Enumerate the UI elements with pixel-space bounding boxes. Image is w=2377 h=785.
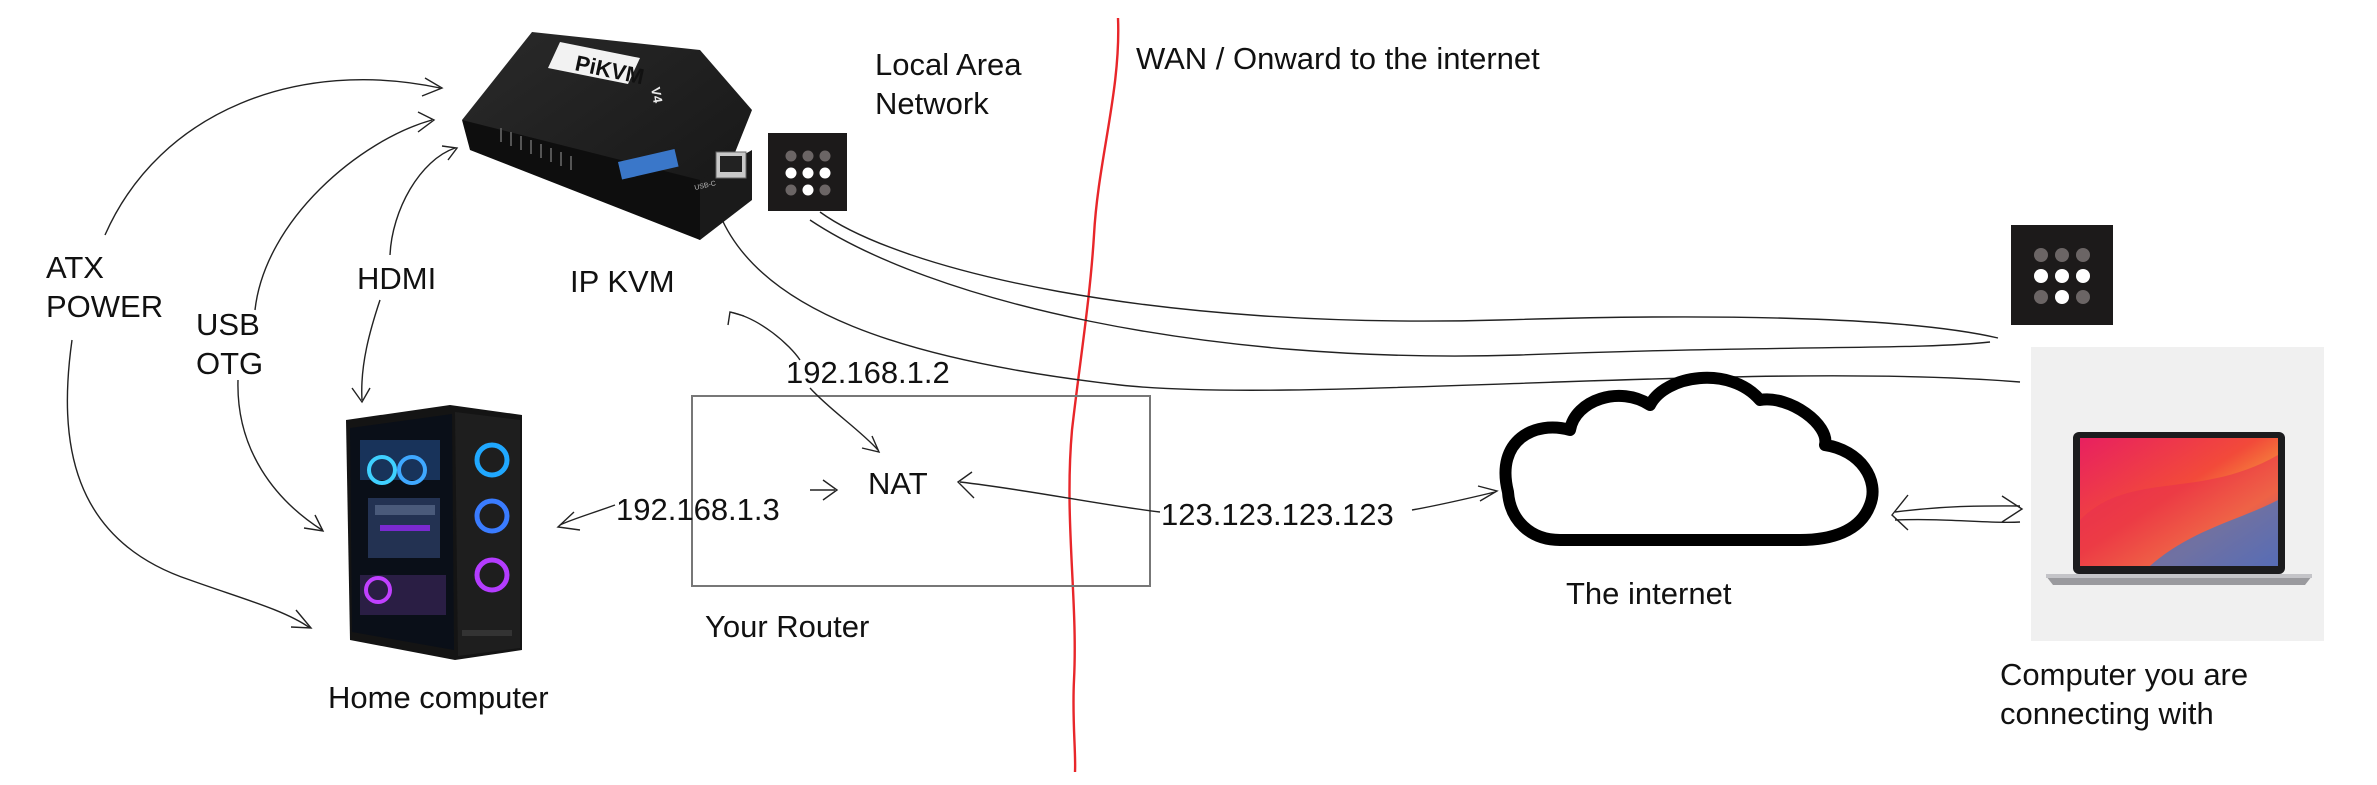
atx-power-arrow [66,77,444,629]
cloud-icon [1499,371,1879,546]
pikvm-port-text: USB-C [694,180,717,192]
tunnel-lines [719,211,2021,391]
home-computer-label: Home computer [328,680,549,715]
local-area-network-label: Local Area Network [875,47,1022,121]
ip-kvm-label: IP KVM [570,264,675,299]
router-box [691,395,1151,587]
pikvm-model-text: V4 [648,86,666,105]
wan-boundary-line [1068,17,1120,773]
kvm-to-nat-arrow [727,311,881,454]
laptop-icon [2031,347,2324,641]
router-label: Your Router [705,609,870,644]
remote-computer-label: Computer you are connecting with [2000,657,2249,731]
internet-label: The internet [1566,576,1732,611]
nat-to-internet-arrow [956,471,1499,513]
ip-kvm-address-label: 192.168.1.2 [786,355,950,390]
cloud-laptop-arrow [1891,494,2024,531]
nat-to-home-arrow [556,479,839,531]
usb-otg-arrow [237,111,436,532]
pc-tower-icon [346,405,522,660]
hdmi-label: HDMI [357,261,437,296]
atx-power-label: ATX POWER [46,250,164,324]
home-computer-address-label: 192.168.1.3 [616,492,780,527]
nat-label: NAT [868,466,928,501]
wan-label: WAN / Onward to the internet [1136,41,1540,76]
tailscale-icon [768,133,847,211]
hdmi-arrow [351,145,459,404]
tailscale-icon [2011,225,2113,325]
public-address-label: 123.123.123.123 [1161,497,1394,532]
pikvm-device-icon: PiKVM V4 USB-C [462,32,752,240]
usb-otg-label: USB OTG [196,307,264,381]
